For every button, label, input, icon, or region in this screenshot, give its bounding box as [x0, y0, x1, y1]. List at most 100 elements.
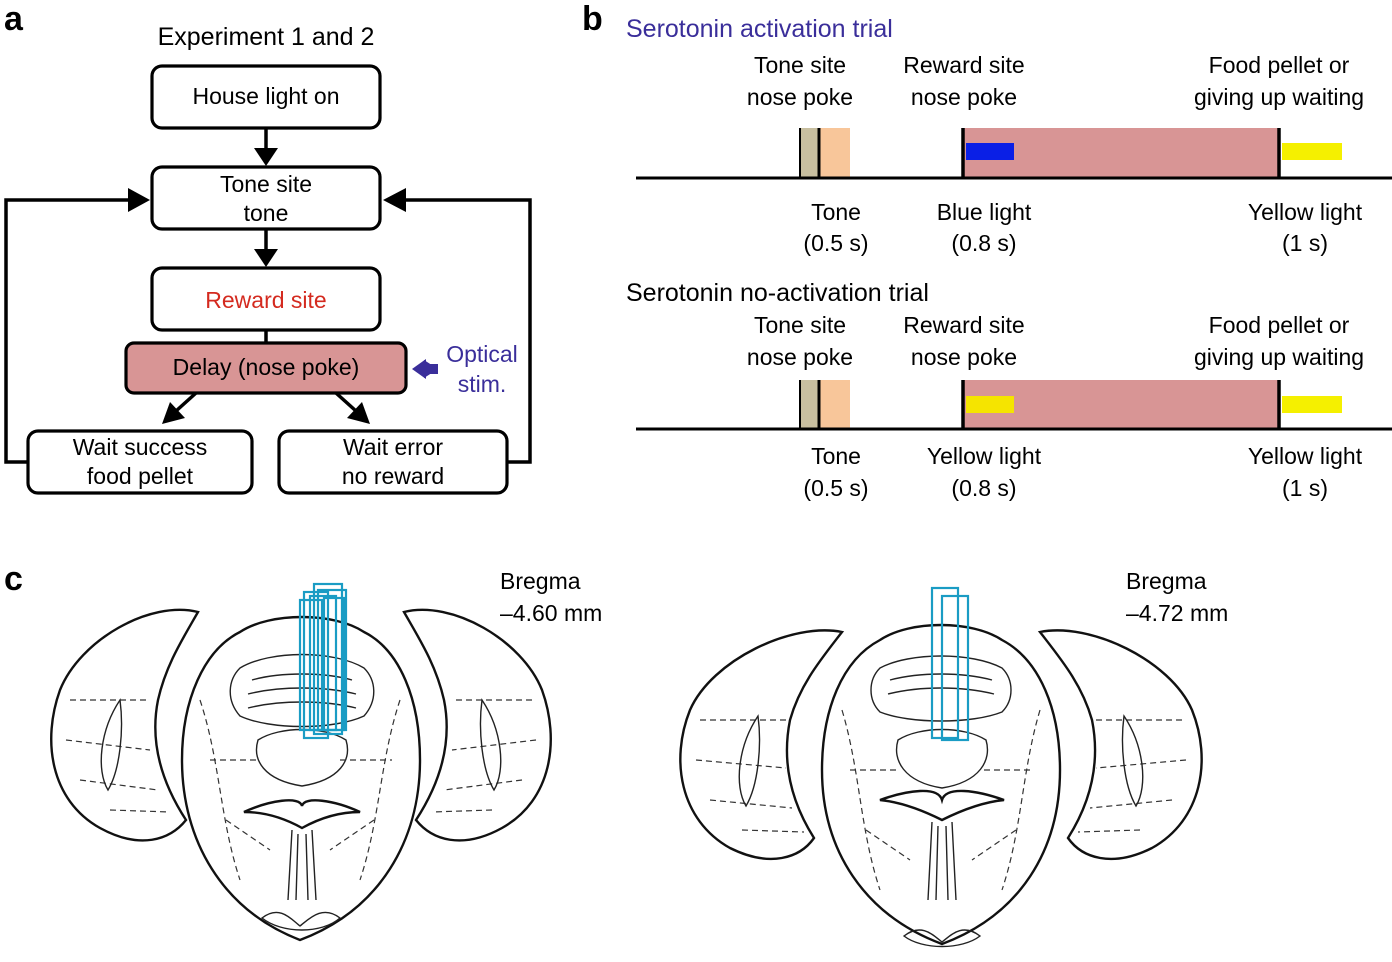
trial-2-bottom-3-line1: Yellow light [1248, 443, 1363, 469]
trial-1-tone-bar [818, 128, 850, 178]
trial-1-bottom-3-line2: (1 s) [1282, 230, 1328, 256]
section-2-probe-1 [930, 586, 960, 740]
trial-2-bottom-2-line1: Yellow light [927, 443, 1042, 469]
trial-1-bottom-1-line1: Tone [811, 199, 861, 225]
trial-2-top-3-line2: giving up waiting [1194, 344, 1364, 370]
arrowhead-tone-to-reward [254, 249, 278, 267]
trial-1-top-2-line1: Reward site [903, 52, 1024, 78]
trial-2-delay-bar [963, 380, 1279, 429]
trial-no-activation: Serotonin no-activation trial Tone site … [626, 279, 1392, 501]
trial-2-bottom-2-line2: (0.8 s) [951, 475, 1016, 501]
section-1-inner-folds [100, 698, 502, 792]
section-1-label-1: Bregma [500, 568, 581, 594]
arrowhead-delay-to-error [347, 402, 370, 424]
section-1-right-lobe [402, 608, 552, 842]
trial-2-bottom-3-line2: (1 s) [1282, 475, 1328, 501]
trial-2-top-1-line1: Tone site [754, 312, 846, 338]
section-2-lobe-dashes [695, 719, 1187, 833]
panel-b: b Serotonin activation trial Tone site n… [582, 0, 1392, 501]
trial-1-bottom-1-line2: (0.5 s) [803, 230, 868, 256]
trial-2-title: Serotonin no-activation trial [626, 279, 929, 307]
trial-2-bottom-1-line1: Tone [811, 443, 861, 469]
house-light-label: House light on [192, 83, 339, 109]
wait-error-label-1: Wait error [343, 434, 443, 460]
trial-1-top-3-line1: Food pellet or [1209, 52, 1350, 78]
delay-label: Delay (nose poke) [173, 354, 360, 380]
section-2-colliculus [870, 655, 1012, 722]
trial-2-yellow-light-bar [1282, 396, 1342, 413]
section-2-label-1: Bregma [1126, 568, 1207, 594]
section-1-left-lobe [50, 608, 200, 842]
trial-1-top-1-line1: Tone site [754, 52, 846, 78]
optical-label-2: stim. [458, 371, 507, 397]
section-2-probe-2 [940, 594, 970, 742]
panel-b-letter: b [582, 0, 603, 38]
trial-1-tone-poke-bar [800, 128, 818, 178]
trial-1-top-2-line2: nose poke [911, 84, 1017, 110]
section-1-stripe-3 [247, 701, 357, 709]
section-1-central-gray [255, 728, 349, 787]
trial-2-top-3-line1: Food pellet or [1209, 312, 1350, 338]
section-1-main-body [180, 615, 422, 942]
arrow-delay-to-success [174, 391, 198, 413]
reward-site-label: Reward site [205, 287, 326, 313]
trial-1-bottom-3-line1: Yellow light [1248, 199, 1363, 225]
section-1-raphe [287, 829, 317, 901]
section-2-left-lobe [679, 629, 845, 861]
trial-1-top-3-line2: giving up waiting [1194, 84, 1364, 110]
panel-c-letter: c [4, 560, 23, 598]
trial-2-top-2-line2: nose poke [911, 344, 1017, 370]
section-1-lobe-dashes [65, 699, 537, 813]
tone-site-label-2: tone [244, 200, 289, 226]
panel-a: a Experiment 1 and 2 House light on Tone… [4, 0, 532, 495]
section-1-pyramid [260, 911, 342, 931]
wait-success-label-2: food pellet [87, 463, 194, 489]
tone-site-label-1: Tone site [220, 171, 312, 197]
section-2-main-body [820, 623, 1062, 946]
loop-right-line [404, 198, 532, 464]
loop-left-arrowhead [128, 188, 150, 212]
section-1-probe-2 [302, 590, 330, 740]
optical-label-1: Optical [446, 341, 518, 367]
section-2-dashed-boundaries [841, 709, 1041, 891]
wait-error-label-2: no reward [342, 463, 444, 489]
trial-2-yellow-stim-bar [966, 396, 1014, 413]
section-2-pontine-wing [879, 789, 1005, 822]
trial-1-yellow-light-bar [1282, 143, 1342, 160]
section-1-label-2: –4.60 mm [500, 600, 602, 626]
section-1-probe-5 [298, 598, 324, 732]
trial-1-title: Serotonin activation trial [626, 15, 893, 43]
arrow-delay-to-error [334, 391, 358, 413]
brain-section-1: Bregma –4.60 mm [50, 568, 602, 942]
brain-section-2: Bregma –4.72 mm [679, 568, 1228, 948]
section-1-colliculus [229, 653, 375, 728]
trial-1-delay-bar [963, 128, 1279, 178]
wait-success-label-1: Wait success [73, 434, 208, 460]
optical-arrowhead [412, 359, 426, 379]
trial-1-blue-light-bar [966, 143, 1014, 160]
loop-right-arrowhead [383, 188, 406, 212]
trial-1-bottom-2-line1: Blue light [937, 199, 1032, 225]
section-1-stripe-2 [247, 687, 357, 695]
trial-1-bottom-2-line2: (0.8 s) [951, 230, 1016, 256]
optical-arrow-shaft [424, 364, 438, 374]
section-1-pontine-wing [243, 799, 361, 830]
arrowhead-house-to-tone [254, 148, 278, 166]
section-2-label-2: –4.72 mm [1126, 600, 1228, 626]
panel-a-letter: a [4, 0, 24, 38]
loop-left-line [4, 198, 130, 464]
trial-1-top-1-line2: nose poke [747, 84, 853, 110]
section-2-inner-folds [738, 714, 1144, 808]
panel-c: c Bregma [4, 560, 1228, 948]
delay-box [124, 341, 408, 395]
panel-a-title: Experiment 1 and 2 [158, 23, 375, 51]
trial-2-tone-poke-bar [800, 380, 818, 429]
trial-2-top-1-line2: nose poke [747, 344, 853, 370]
section-1-probe-6 [322, 596, 346, 732]
section-2-raphe [927, 821, 957, 901]
section-2-right-lobe [1037, 629, 1203, 861]
trial-2-bottom-1-line2: (0.5 s) [803, 475, 868, 501]
section-1-dashed-boundaries [199, 699, 401, 881]
trial-activation: Serotonin activation trial Tone site nos… [626, 15, 1392, 256]
